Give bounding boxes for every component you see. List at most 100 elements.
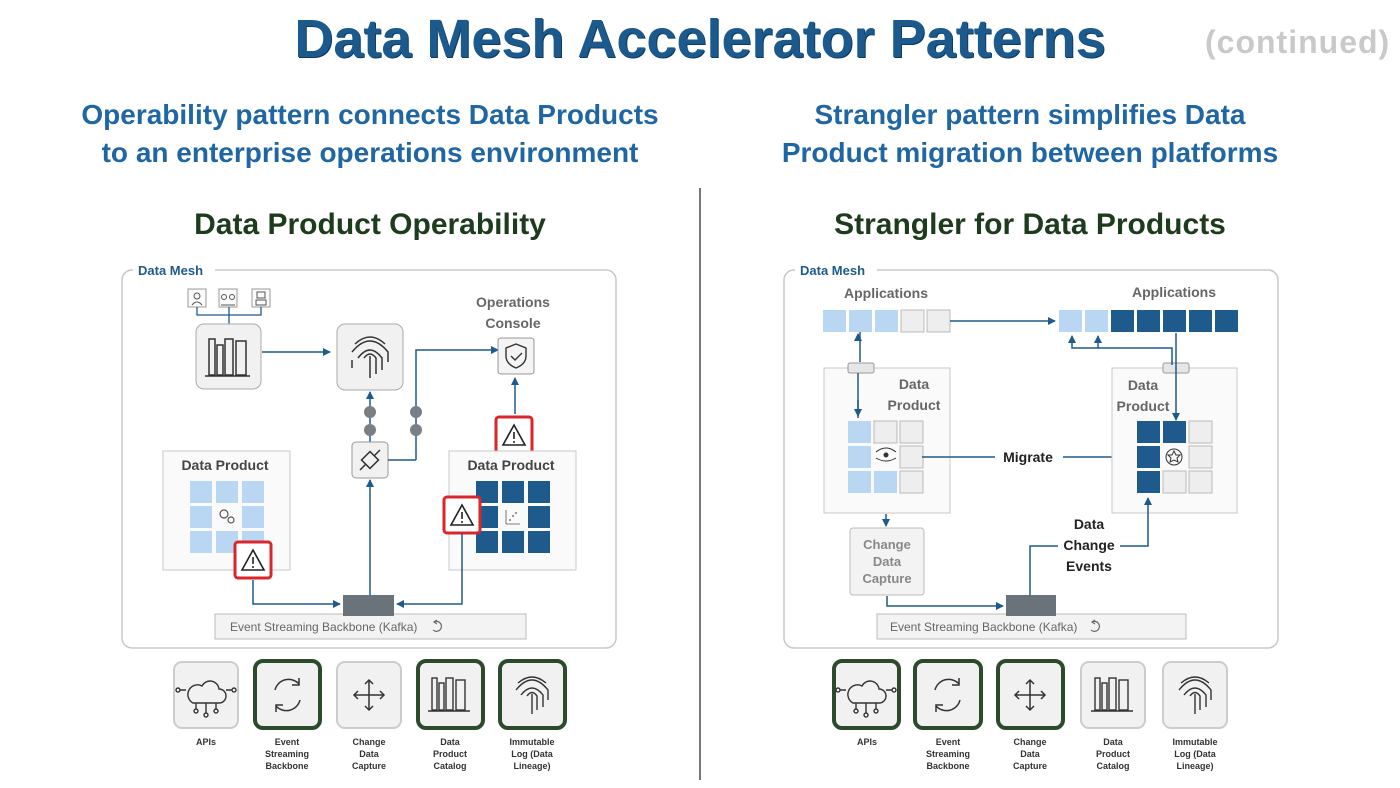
caption-line: Change xyxy=(352,737,386,747)
catalog-books-icon xyxy=(1091,677,1133,712)
right-mesh-label: Data Mesh xyxy=(800,263,865,278)
caption-line: Event xyxy=(935,737,961,747)
caption-line: Log (Data xyxy=(1174,749,1216,759)
legacy-data-product-grid xyxy=(848,420,924,494)
left-backbone-bar xyxy=(214,613,527,640)
catalog-books-icon xyxy=(428,677,470,712)
connector-dot xyxy=(410,406,422,418)
continued-note: (continued) xyxy=(1205,24,1391,60)
new-data-product-label-1: Data xyxy=(1128,377,1159,393)
caption-line: Streaming xyxy=(925,749,970,759)
fingerprint-icon xyxy=(1178,676,1212,714)
legend-event-streaming xyxy=(253,659,322,730)
legend-event-streaming xyxy=(913,659,983,730)
caption-line: Data xyxy=(440,737,460,747)
plug-icon xyxy=(359,449,381,471)
right-subtitle-line-2: Product migration between platforms xyxy=(781,137,1279,168)
caption-line: Log (Data xyxy=(511,749,553,759)
caption-line: Capture xyxy=(351,761,386,771)
legend-catalog xyxy=(416,659,485,730)
data-product-b-label: Data Product xyxy=(467,457,554,473)
caption-line: Backbone xyxy=(265,761,309,771)
caption-line: Data xyxy=(1020,749,1040,759)
legacy-api-port xyxy=(847,362,875,374)
data-flow-icon xyxy=(875,447,897,462)
legend-caption-apis: APIs xyxy=(165,736,247,748)
ops-console-label-1: Operations xyxy=(476,294,550,310)
cloud-network-icon xyxy=(175,680,237,718)
caption-line: Lineage) xyxy=(1176,761,1214,771)
left-subtitle-line-1: Operability pattern connects Data Produc… xyxy=(81,99,659,130)
cycle-arrows-icon xyxy=(274,678,301,712)
applications-left-label: Applications xyxy=(844,285,928,301)
refresh-icon xyxy=(1090,619,1100,632)
fingerprint-icon xyxy=(515,676,549,714)
catalog-box xyxy=(195,323,262,390)
events-label-1: Data xyxy=(1074,516,1105,532)
ops-console-label-2: Console xyxy=(485,315,540,331)
right-backbone-label: Event Streaming Backbone (Kafka) xyxy=(890,620,1077,634)
new-data-product-grid xyxy=(1137,420,1213,494)
alert-warning-icon xyxy=(442,495,482,535)
legend-apis xyxy=(173,661,239,729)
applications-right-label: Applications xyxy=(1132,284,1216,300)
cdc-box xyxy=(849,527,925,596)
alert-warning-icon xyxy=(494,415,534,455)
applications-left-strip xyxy=(823,309,951,333)
cdc-label-1: Change xyxy=(863,537,911,552)
events-label-3: Events xyxy=(1066,558,1112,574)
legacy-data-product-label-2: Product xyxy=(888,397,941,413)
cdc-label-2: Data xyxy=(873,554,902,569)
applications-right-strip xyxy=(1059,310,1238,332)
gears-icon xyxy=(219,509,235,524)
right-section-title: Strangler for Data Products xyxy=(834,208,1226,241)
right-legend xyxy=(832,659,1228,730)
data-product-a-label: Data Product xyxy=(181,457,268,473)
connector-dot xyxy=(364,424,376,436)
caption-line: Immutable xyxy=(509,737,555,747)
move-arrows-icon xyxy=(1013,678,1047,712)
legacy-data-product-label-1: Data xyxy=(899,376,930,392)
cycle-arrows-icon xyxy=(934,678,961,712)
right-backbone-bar xyxy=(876,613,1187,640)
caption-line: Data xyxy=(359,749,379,759)
left-subtitle-line-2: to an enterprise operations environment xyxy=(101,137,639,168)
caption-line: Data xyxy=(1103,737,1123,747)
new-data-product-label-2: Product xyxy=(1117,398,1170,414)
star-badge-icon xyxy=(1165,448,1183,466)
caption-line: APIs xyxy=(195,737,216,747)
user-icon xyxy=(187,288,207,308)
left-legend xyxy=(173,659,567,730)
caption-line: Immutable xyxy=(1172,737,1218,747)
plug-box xyxy=(351,441,389,479)
scatter-chart-icon xyxy=(505,510,520,525)
left-subtitle: Operability pattern connects Data Produc… xyxy=(60,96,680,172)
right-subtitle: Strangler pattern simplifies Data Produc… xyxy=(720,96,1340,172)
caption-line: Change xyxy=(1013,737,1047,747)
right-backbone-broker xyxy=(1006,595,1056,616)
cdc-label-3: Capture xyxy=(862,571,911,586)
group-icon xyxy=(218,288,238,308)
caption-line: Product xyxy=(432,749,467,759)
legend-caption-apis: APIs xyxy=(826,736,908,748)
refresh-icon xyxy=(432,619,442,632)
center-divider xyxy=(699,188,701,780)
events-label-2: Change xyxy=(1063,537,1115,553)
right-diagram: Data Mesh Applications Applications Data… xyxy=(783,262,1279,649)
caption-line: Catalog xyxy=(433,761,467,771)
alert-warning-icon xyxy=(233,540,273,580)
move-arrows-icon xyxy=(352,678,386,712)
fingerprint-icon xyxy=(351,336,389,378)
page-title: Data Mesh Accelerator Patterns xyxy=(294,9,1106,69)
caption-line: Product xyxy=(1095,749,1130,759)
catalog-books-icon xyxy=(205,338,250,377)
caption-line: Lineage) xyxy=(513,761,551,771)
